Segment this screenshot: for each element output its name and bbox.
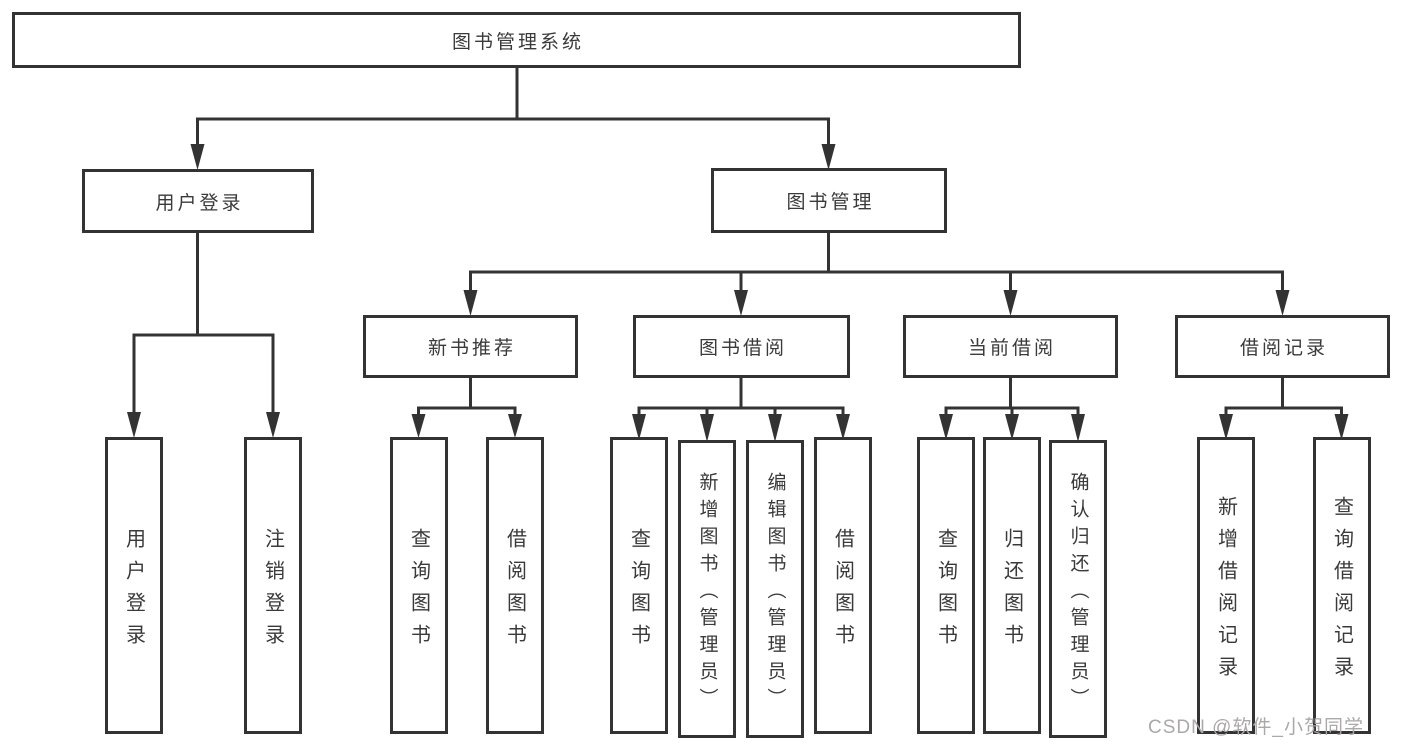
node-library-management-system-label: 图书管理系统 [451, 31, 584, 53]
node-borrowing-records: 借阅记录 [1175, 315, 1390, 378]
node-book-borrowing: 图书借阅 [633, 315, 850, 378]
leaf-records-query-record: 查询借阅记录 [1313, 437, 1371, 734]
node-new-book-recommend-label: 新书推荐 [427, 338, 516, 359]
leaf-borrowing-borrow-books: 借阅图书 [814, 437, 872, 734]
connector-current-borrowing-branch [939, 376, 1085, 442]
node-borrowing-records-label: 借阅记录 [1239, 338, 1328, 359]
leaf-user-login-label: 用户登录 [122, 527, 145, 656]
leaf-borrowing-edit-books-admin-label: 编辑图书（管理员） [764, 471, 786, 715]
node-book-borrowing-label: 图书借阅 [698, 338, 787, 359]
leaf-current-return-books-label: 归还图书 [1000, 527, 1023, 656]
leaf-records-add-record-label: 新增借阅记录 [1214, 495, 1237, 688]
node-library-management-system: 图书管理系统 [12, 12, 1021, 68]
node-book-management: 图书管理 [711, 168, 947, 233]
leaf-borrowing-query-books: 查询图书 [610, 437, 668, 734]
leaf-borrowing-add-books-admin: 新增图书（管理员） [678, 440, 736, 738]
leaf-current-query-books: 查询图书 [917, 437, 975, 734]
leaf-current-query-books-label: 查询图书 [934, 527, 957, 656]
connector-new-book-recommend-branch [411, 376, 522, 438]
leaf-user-login: 用户登录 [105, 437, 163, 734]
node-current-borrowing-label: 当前借阅 [967, 338, 1056, 359]
leaf-records-query-record-label: 查询借阅记录 [1330, 495, 1353, 688]
leaf-recommend-borrow-books-label: 借阅图书 [503, 527, 526, 656]
leaf-logout: 注销登录 [244, 437, 302, 734]
leaf-current-return-books: 归还图书 [983, 437, 1041, 734]
connector-user-login-branch [127, 231, 280, 438]
connector-borrowing-records-branch [1219, 376, 1349, 440]
node-book-management-label: 图书管理 [786, 192, 875, 213]
node-new-book-recommend: 新书推荐 [363, 315, 578, 378]
leaf-recommend-borrow-books: 借阅图书 [486, 437, 544, 734]
node-user-login: 用户登录 [82, 169, 314, 233]
leaf-current-confirm-return-admin: 确认归还（管理员） [1049, 440, 1107, 738]
leaf-borrowing-query-books-label: 查询图书 [627, 527, 650, 656]
leaf-current-confirm-return-admin-label: 确认归还（管理员） [1067, 471, 1089, 715]
connector-book-management-branch [463, 230, 1290, 316]
leaf-borrowing-add-books-admin-label: 新增图书（管理员） [696, 471, 718, 715]
node-current-borrowing: 当前借阅 [903, 315, 1118, 378]
leaf-recommend-query-books-label: 查询图书 [407, 527, 430, 656]
leaf-records-add-record: 新增借阅记录 [1197, 437, 1255, 734]
leaf-borrowing-edit-books-admin: 编辑图书（管理员） [746, 440, 804, 738]
leaf-borrowing-borrow-books-label: 借阅图书 [831, 527, 854, 656]
csdn-watermark: CSDN @软件_小贺同学 [1148, 717, 1364, 738]
connector-book-borrowing-branch [632, 376, 850, 442]
connector-root-to-level2 [190, 65, 836, 170]
leaf-recommend-query-books: 查询图书 [390, 437, 448, 734]
leaf-logout-label: 注销登录 [261, 527, 284, 656]
node-user-login-label: 用户登录 [155, 192, 244, 214]
